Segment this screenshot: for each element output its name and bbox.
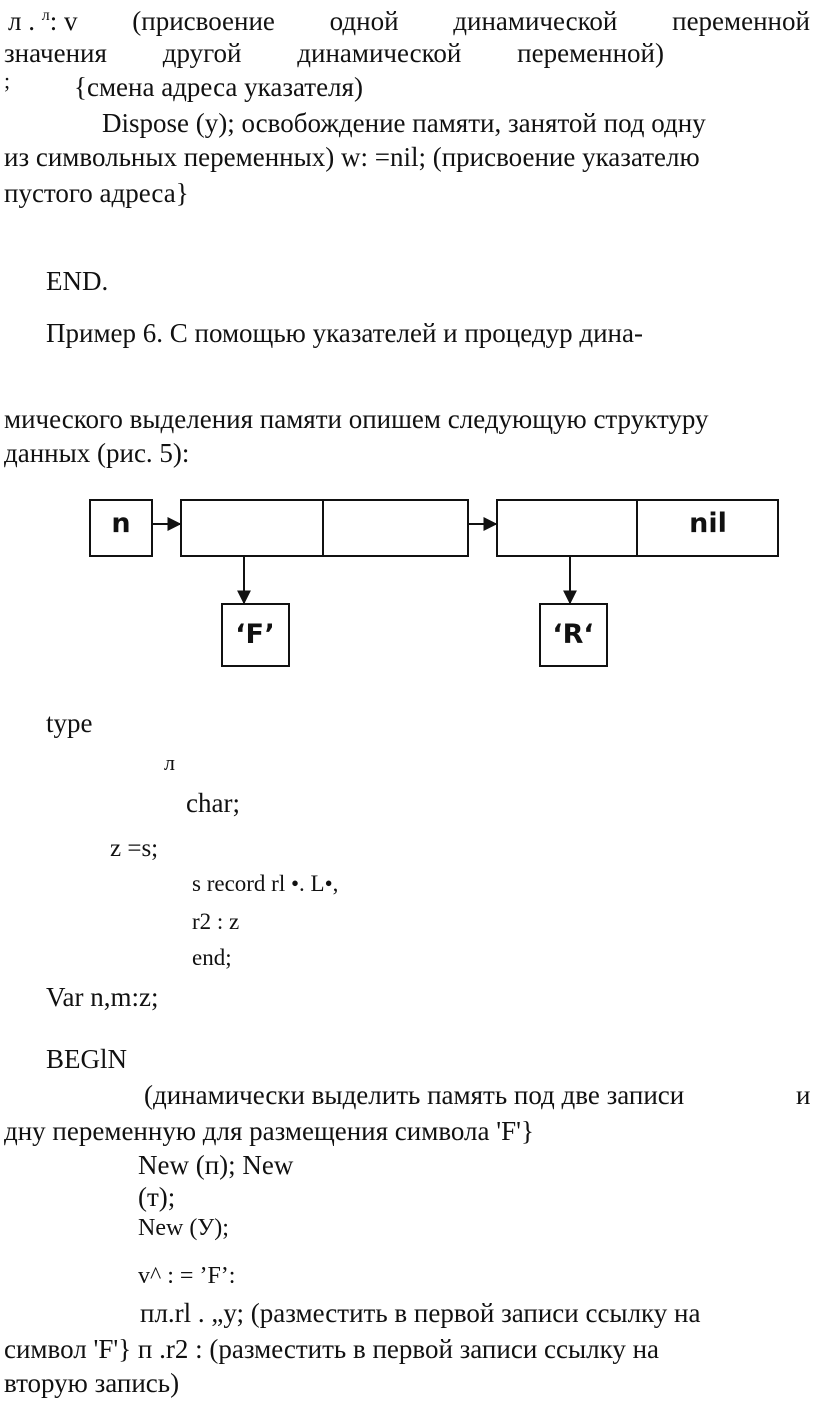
code-line-new-n: New (п); New [138, 1150, 294, 1180]
text-line-8: Пример 6. С помощью указателей и процеду… [46, 318, 643, 348]
code-line-assign-f: v^ : = ’F’: [138, 1263, 236, 1289]
label-f: ‘F’ [235, 619, 274, 650]
linked-list-diagram: n nil ‘F’ ‘R‘ [89, 499, 779, 667]
code-line-z: z =s; [110, 835, 159, 862]
record-1-field-r2 [322, 499, 469, 557]
line2-word: переменной) [517, 38, 664, 68]
code-line-record: s record rl •. L•, [192, 871, 339, 896]
line1-part-c: : v [49, 6, 78, 36]
record-2-field-r2 [636, 499, 779, 557]
code-line-assign-r1: пл.rl . „у; (разместить в первой записи … [140, 1298, 701, 1328]
char-r-box [539, 603, 608, 667]
line1-word: динамической [453, 6, 618, 36]
text-line-5: из символьных переменных) w: =nil; (прис… [4, 142, 700, 172]
code-line-r2: r2 : z [192, 909, 240, 934]
text-line-10: данных (рис. 5): [4, 438, 190, 468]
label-n: n [111, 508, 130, 539]
line2-word: другой [162, 38, 242, 68]
code-line-comment-1: (динамически выделить память под две зап… [144, 1080, 685, 1110]
code-line-comment-1-end: и [796, 1080, 811, 1110]
text-line-9: мического выделения памяти опишем следую… [4, 404, 709, 434]
code-line-last: вторую запись) [4, 1368, 180, 1398]
line1-part-a: л . [8, 6, 42, 36]
code-line-assign-r2: символ 'F'} п .r2 : (разместить в первой… [4, 1334, 660, 1364]
line1-word: одной [329, 6, 399, 36]
code-line-comment-2: дну переменную для размещения символа 'F… [4, 1116, 534, 1146]
pointer-n-box [89, 499, 153, 557]
label-nil: nil [689, 508, 727, 539]
text-line-3: {смена адреса указателя) [74, 72, 363, 102]
text-line-7: END. [46, 266, 109, 296]
line1-word: переменной [672, 6, 810, 36]
line1-superscript: л [41, 7, 50, 24]
code-line-begin: BEGlN [46, 1044, 127, 1074]
code-line-new-y: New (У); [138, 1215, 229, 1241]
line2-word: значения [4, 38, 107, 68]
text-line-3-semicolon: ; [4, 68, 11, 93]
code-line-new-m: (т); [138, 1182, 176, 1212]
label-r: ‘R‘ [552, 619, 593, 650]
code-line-type: type [46, 708, 93, 738]
code-line-var: Var n,m:z; [46, 982, 159, 1012]
text-line-1: л . л: v (присвоение одной динамической … [8, 8, 810, 35]
code-line-end: end; [192, 945, 232, 970]
line2-word: динамической [297, 38, 462, 68]
code-line-char: char; [186, 788, 240, 818]
line1-lead: л . л: v [8, 8, 77, 35]
record-1-field-r1 [180, 499, 324, 557]
line1-word: (присвоение [132, 6, 275, 36]
text-line-6: пустого адреса} [4, 178, 189, 208]
char-f-box [221, 603, 290, 667]
record-2-field-r1 [496, 499, 638, 557]
text-line-4: Dispose (у); освобождение памяти, занято… [102, 108, 706, 138]
code-line-pointer: л [164, 750, 175, 775]
text-line-2: значения другой динамической переменной) [4, 40, 664, 67]
